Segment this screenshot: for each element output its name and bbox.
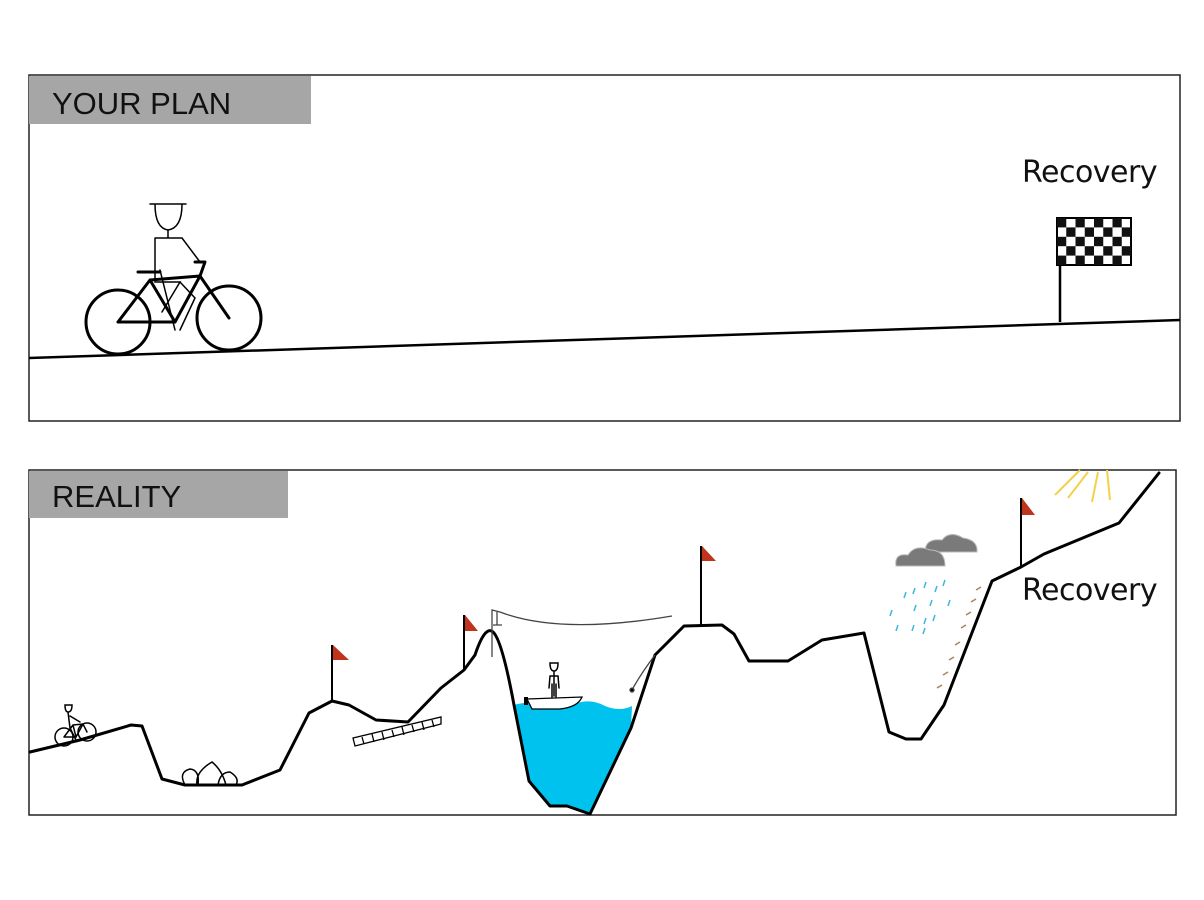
checker-square — [1112, 218, 1122, 228]
rocks-icon — [181, 761, 238, 786]
sun-rays-icon — [1054, 469, 1111, 503]
rope-ladder-icon — [936, 586, 982, 689]
reality-panel: REALITY — [28, 469, 1177, 816]
checker-square — [1075, 236, 1085, 247]
clouds-icon — [895, 534, 978, 567]
reality-label: REALITY — [52, 479, 181, 514]
zipline-icon — [491, 609, 673, 693]
cyclist-icon — [84, 203, 263, 356]
plan-ground-line — [28, 318, 1181, 360]
plan-label: YOUR PLAN — [52, 86, 231, 121]
checker-square — [1084, 227, 1094, 237]
checker-square — [1084, 246, 1094, 256]
checker-square — [1075, 255, 1085, 265]
checker-square — [1057, 236, 1067, 247]
red-flag-icon — [463, 615, 478, 670]
plan-recovery-label: Recovery — [1022, 155, 1157, 190]
terrain-line — [28, 471, 1161, 816]
checker-square — [1094, 255, 1104, 265]
small-cyclist-icon — [54, 704, 97, 747]
red-flag-icon — [331, 645, 349, 701]
plan-panel: YOUR PLAN Recovery — [28, 74, 1181, 422]
checker-square — [1066, 246, 1076, 256]
checker-square — [1094, 236, 1104, 247]
checker-square — [1103, 246, 1113, 256]
checker-square — [1121, 227, 1131, 237]
checker-square — [1094, 218, 1104, 228]
checker-square — [1121, 246, 1131, 256]
checker-square — [1103, 227, 1113, 237]
checker-square — [1075, 218, 1085, 228]
red-flag-icon — [1020, 498, 1035, 567]
plan-frame — [28, 74, 1181, 422]
checker-square — [1057, 255, 1067, 265]
rain-icon — [889, 579, 951, 635]
checker-square — [1057, 218, 1067, 228]
boat-icon — [524, 662, 583, 710]
checker-square — [1066, 227, 1076, 237]
checker-square — [1112, 255, 1122, 265]
broken-bridge-icon — [352, 716, 442, 747]
red-flag-icon — [700, 546, 716, 626]
checker-square — [1112, 236, 1122, 247]
reality-label-bg — [29, 471, 288, 518]
finish-flag-icon — [1056, 217, 1132, 322]
reality-recovery-label: Recovery — [1022, 573, 1157, 608]
plan-label-bg — [29, 76, 311, 124]
